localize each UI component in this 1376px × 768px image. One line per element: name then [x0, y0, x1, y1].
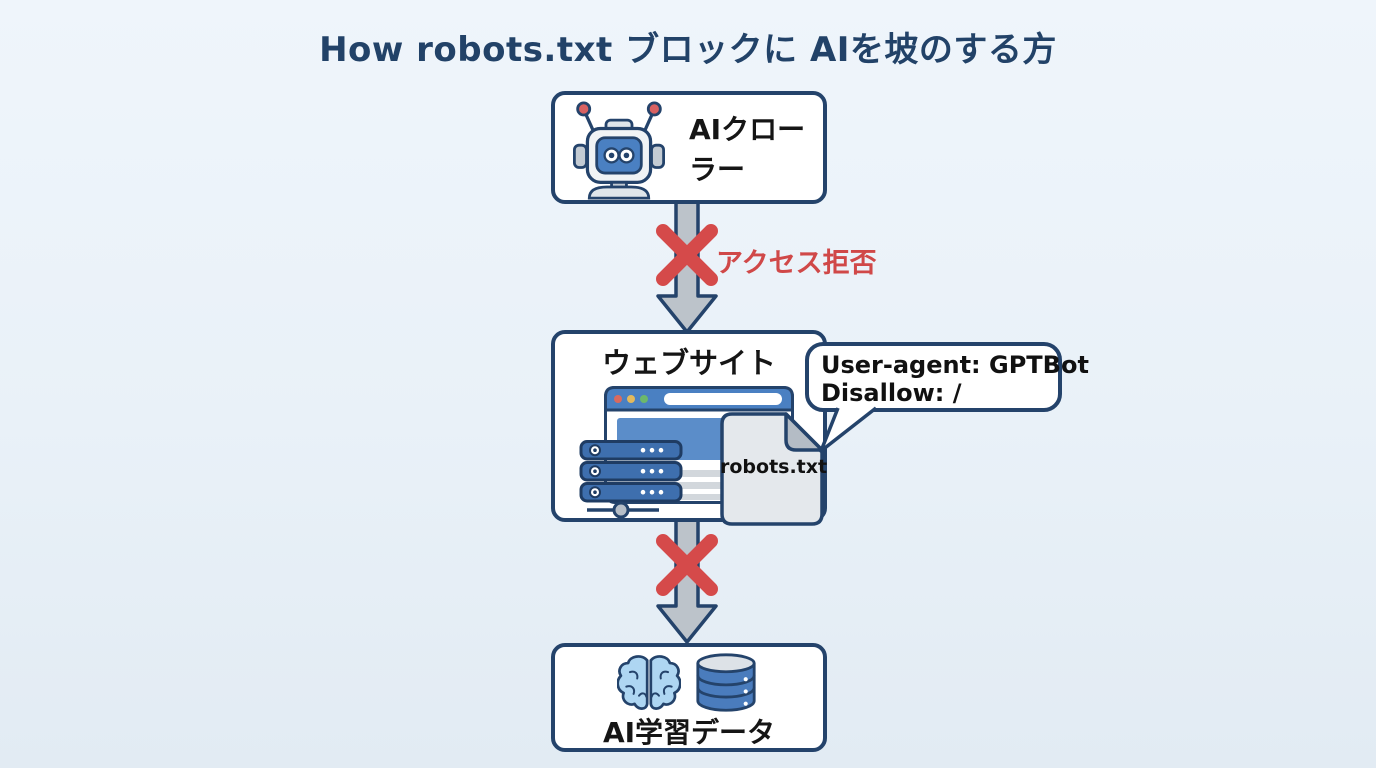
- website-label: ウェブサイト: [601, 346, 776, 380]
- robot-icon: [563, 95, 675, 200]
- callout-line-2: Disallow: /: [821, 379, 962, 407]
- database-icon: [695, 653, 757, 713]
- training-data-label: AI学習データ: [602, 716, 776, 749]
- access-denied-label: アクセス拒否: [716, 248, 877, 279]
- crawler-node: AIクローラー: [551, 91, 827, 204]
- callout-tail: [819, 406, 878, 453]
- website-node: ウェブサイト: [551, 330, 827, 526]
- callout-bubble: User-agent: GPTBot Disallow: /: [805, 342, 1089, 412]
- blocked-x-icon-2: [656, 534, 718, 596]
- arrow-down-1: [656, 200, 718, 334]
- brain-icon: [616, 654, 682, 712]
- blocked-x-icon-1: [656, 224, 718, 286]
- server-icon: [579, 440, 687, 520]
- training-data-node: AI学習データ: [551, 643, 827, 752]
- document-label: robots.txt: [720, 456, 828, 478]
- robots-txt-document: robots.txt: [720, 412, 828, 526]
- document-icon: [720, 412, 824, 526]
- diagram-title: How robots.txt ブロックに AIを坡のする方: [319, 30, 1057, 70]
- callout-line-1: User-agent: GPTBot: [821, 351, 1089, 379]
- crawler-label: AIクローラー: [689, 112, 806, 186]
- arrow-down-2: [656, 518, 718, 644]
